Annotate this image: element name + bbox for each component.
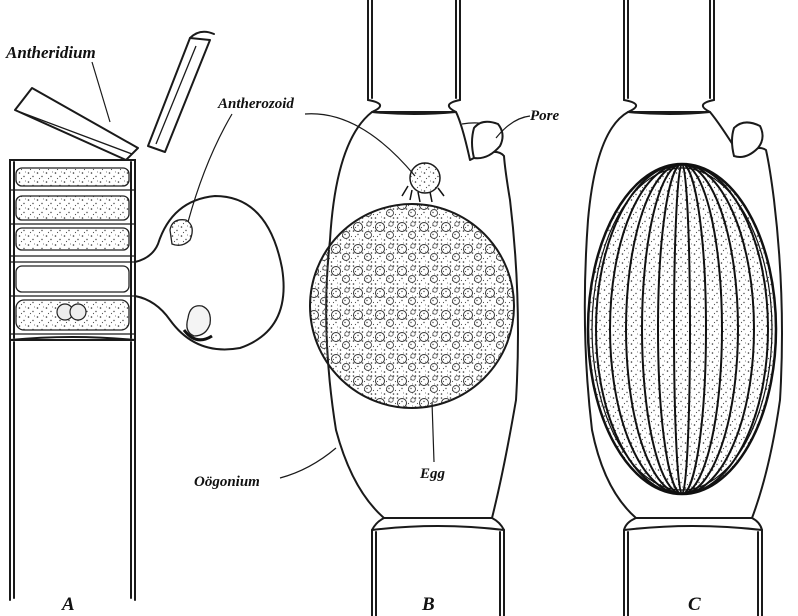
leader-antherozoid-a: [188, 114, 232, 222]
zygospore: [588, 164, 776, 494]
filament-segments: [10, 160, 135, 340]
panel-c: C: [585, 0, 782, 616]
panel-b: B: [310, 0, 518, 616]
pore: [732, 122, 763, 157]
leader-egg: [432, 402, 434, 462]
panel-label: A: [61, 594, 75, 615]
filament-cell-top: [624, 0, 714, 114]
panel-a: A: [10, 32, 284, 615]
filament-cell-top: [368, 0, 460, 114]
panel-label: C: [688, 594, 701, 615]
filament-cell-bottom: [372, 518, 504, 616]
leader-antheridium: [92, 62, 110, 122]
leader-oogonium: [280, 448, 336, 478]
oogonium-a: [135, 196, 284, 349]
label-pore: Pore: [530, 108, 560, 124]
label-egg: Egg: [419, 466, 446, 482]
panel-label: B: [421, 594, 435, 615]
antherozoid: [170, 220, 192, 246]
egg: [310, 204, 514, 408]
label-antherozoid: Antherozoid: [217, 96, 294, 112]
label-antheridium: Antheridium: [5, 43, 96, 62]
label-oogonium: Oögonium: [194, 474, 260, 490]
filament-cell: [10, 337, 135, 600]
